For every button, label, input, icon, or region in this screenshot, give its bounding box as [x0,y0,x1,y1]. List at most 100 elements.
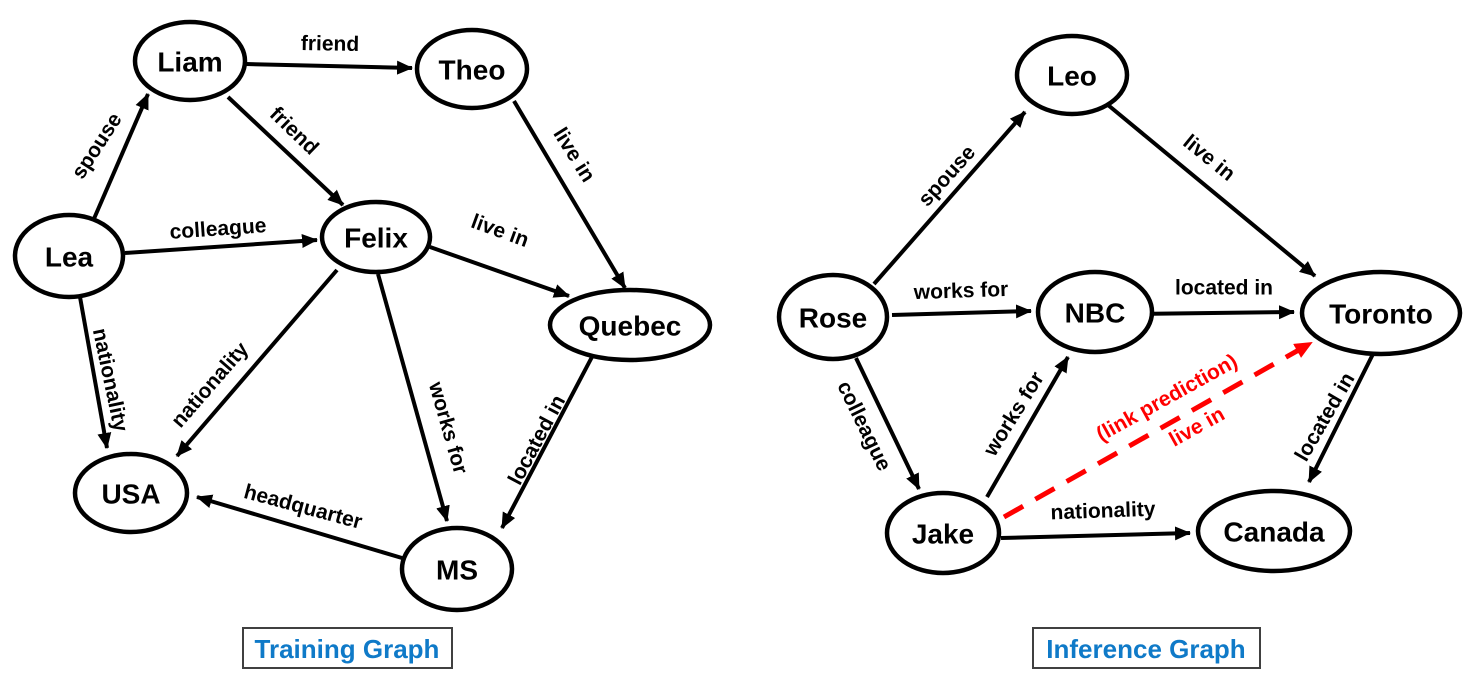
node-label-rose: Rose [799,303,867,334]
edge-label-located-in: located in [1175,277,1273,300]
edge-label-live-in: live in [1179,130,1240,185]
edge-label-friend: friend [265,102,323,159]
node-leo: Leo [1014,33,1130,117]
edge-arrow-felix-quebec [429,245,570,298]
node-ellipse-quebec [547,287,713,363]
node-ellipse-lea [12,212,126,300]
node-label-usa: USA [101,479,160,510]
node-rose: Rose [776,272,890,362]
edge-nbc-toronto: located in [1135,277,1295,320]
edge-arrow-quebec-ms [500,354,595,529]
node-quebec: Quebec [547,287,713,363]
edge-toronto-canada: located in [1291,349,1377,483]
node-label-nbc: NBC [1065,298,1126,329]
edge-arrow-felix-usa [175,268,339,458]
inference-graph-title: Inference Graph [1032,627,1261,669]
edge-jake-canada: nationality [1000,498,1191,541]
node-label-ms: MS [436,555,478,586]
edge-felix-ms: works for [376,273,472,522]
edge-arrow-felix-ms [376,273,450,522]
node-label-toronto: Toronto [1329,299,1433,330]
node-label-liam: Liam [157,47,222,78]
edge-liam-theo: friend [245,32,413,75]
edge-arrow-leo-toronto [1106,103,1317,278]
inference-graph: spouse live in works for located in coll… [776,33,1463,669]
node-label-felix: Felix [344,223,408,254]
node-jake: Jake [884,490,1002,576]
edge-rose-leo: spouse [872,110,1027,286]
node-felix: Felix [319,199,433,275]
edge-lea-felix: colleague [124,214,318,255]
edge-liam-felix: friend [226,95,345,207]
edge-theo-quebec: live in [512,99,627,290]
edge-arrow-liam-theo [245,60,413,75]
node-toronto: Toronto [1299,269,1463,357]
edge-leo-toronto: live in [1106,103,1317,278]
edge-felix-quebec: live in [429,210,570,298]
node-theo: Theo [414,27,530,111]
edge-label-headquarter: headquarter [241,480,364,534]
node-ellipse-toronto [1299,269,1463,357]
edge-lea-liam: spouse [67,93,150,222]
edge-label-friend: friend [301,32,360,56]
node-ellipse-theo [414,27,530,111]
edge-arrow-link-prediction [1002,340,1313,520]
edge-arrow-lea-usa [78,296,112,449]
inference-title-box [1032,627,1261,669]
node-ellipse-usa [72,451,190,535]
node-lea: Lea [12,212,126,300]
edge-arrow-rose-nbc [891,304,1032,319]
edge-label-colleague: colleague [832,377,895,474]
edge-quebec-ms: located in [500,354,595,529]
node-label-quebec: Quebec [579,311,682,342]
node-label-canada: Canada [1223,517,1325,548]
edge-arrow-toronto-canada [1307,349,1377,483]
node-ellipse-rose [776,272,890,362]
training-title-text: Training Graph [255,634,440,664]
node-label-lea: Lea [45,242,94,273]
edge-label-works-for: works for [912,278,1008,304]
edge-lea-usa: nationality [78,296,132,449]
node-ellipse-liam [132,19,248,103]
inference-title-text: Inference Graph [1046,634,1245,664]
edge-jake-nbc: works for [979,355,1070,499]
edge-label-live-in: live in [468,210,532,252]
edge-ms-usa: headquarter [196,480,403,560]
edge-arrow-rose-jake [854,357,921,490]
edge-label-colleague: colleague [169,214,267,244]
node-ellipse-felix [319,199,433,275]
node-ellipse-nbc [1035,269,1155,355]
node-label-theo: Theo [439,55,506,86]
edge-arrow-lea-liam [91,93,150,222]
edge-felix-usa: nationality [167,268,339,458]
edge-rose-nbc: works for [891,278,1032,319]
edge-arrow-rose-leo [872,110,1027,286]
training-graph: spouse friend friend colleague live in l… [12,19,713,669]
node-ellipse-jake [884,490,1002,576]
node-label-leo: Leo [1047,61,1097,92]
edge-rose-jake: colleague [832,357,921,490]
node-liam: Liam [132,19,248,103]
edge-arrow-jake-canada [1000,526,1191,541]
edge-label-nationality: nationality [1050,498,1156,525]
training-graph-title: Training Graph [242,627,453,669]
node-label-jake: Jake [912,519,974,550]
edge-arrow-ms-usa [196,494,403,560]
node-nbc: NBC [1035,269,1155,355]
node-ms: MS [399,525,515,613]
node-ellipse-ms [399,525,515,613]
edge-label-live-in: live in [548,124,599,187]
node-ellipse-canada [1195,488,1353,574]
edge-label-located-in: located in [504,391,570,488]
edge-label-spouse: spouse [67,109,126,183]
training-title-box [242,627,453,669]
edge-arrow-theo-quebec [512,99,627,290]
edge-arrow-liam-felix [226,95,345,207]
edge-arrow-lea-felix [124,234,318,255]
node-usa: USA [72,451,190,535]
node-ellipse-leo [1014,33,1130,117]
edge-arrow-jake-nbc [985,355,1070,499]
edge-arrow-nbc-toronto [1135,305,1295,320]
